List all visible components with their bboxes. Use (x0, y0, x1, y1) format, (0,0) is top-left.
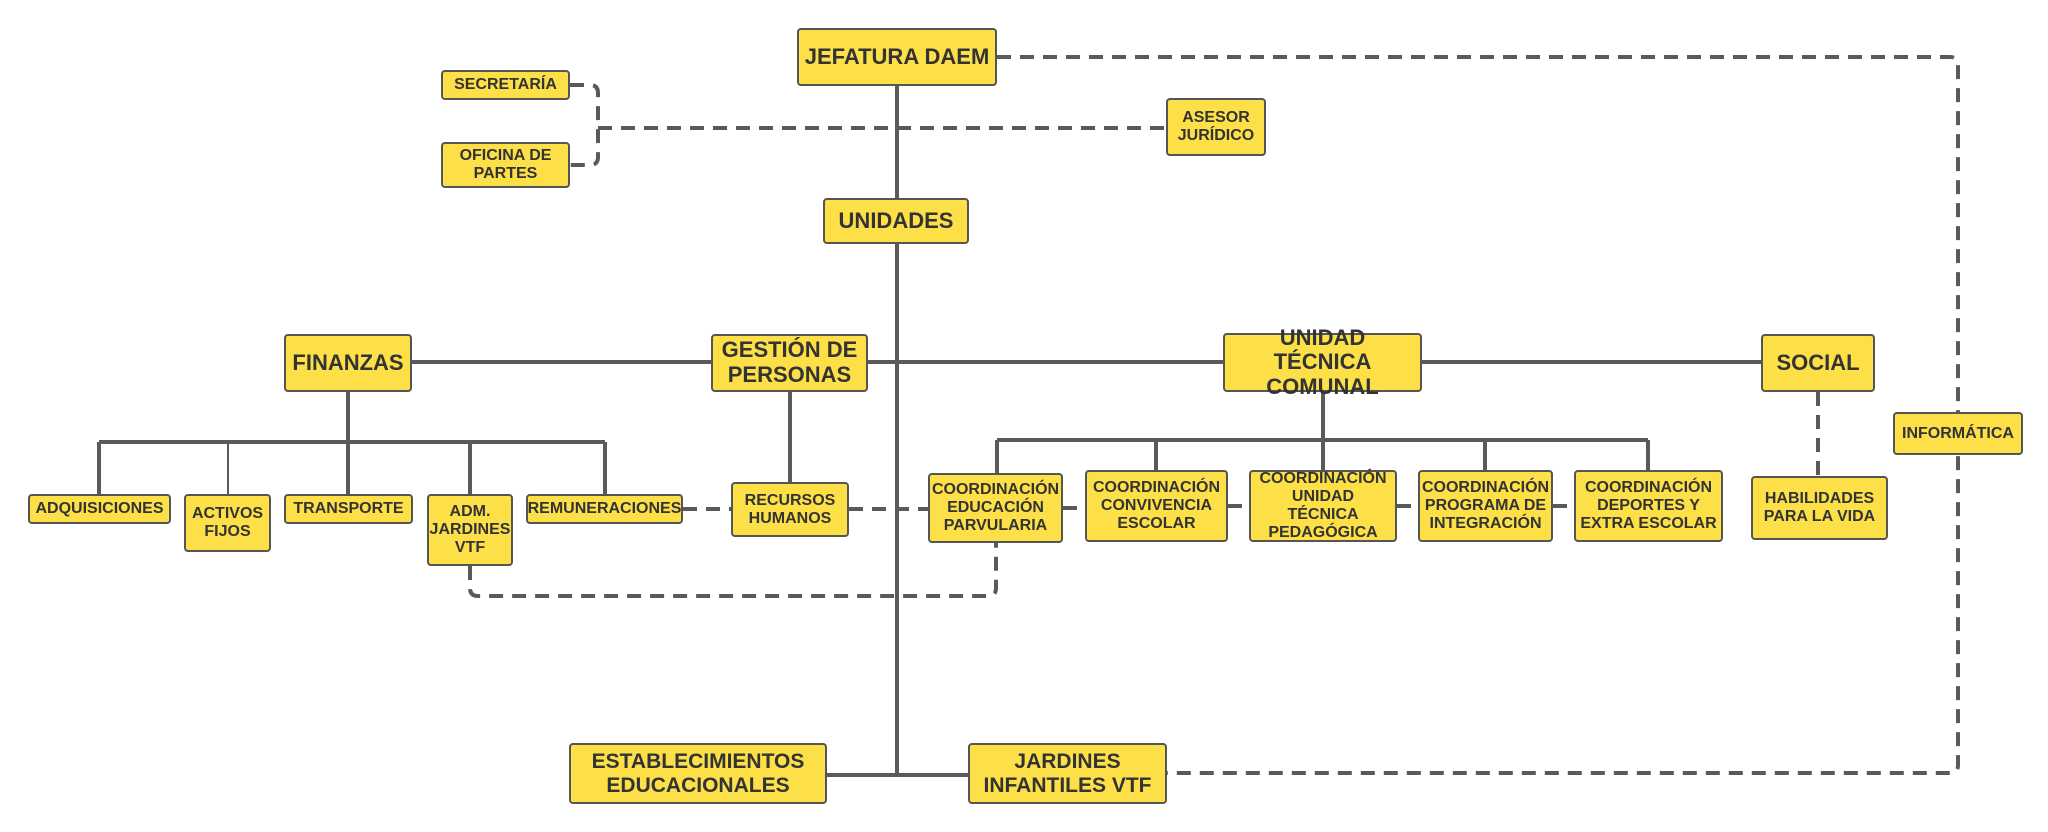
node-finanzas: FINANZAS (284, 334, 412, 392)
node-coordinacion-educacion-parvularia: COORDINACIÓN EDUCACIÓN PARVULARIA (928, 473, 1063, 543)
dash-secretaria-oficina (570, 83, 600, 167)
node-jardines-infantiles-vtf: JARDINES INFANTILES VTF (968, 743, 1167, 804)
node-activos-fijos: ACTIVOS FIJOS (184, 494, 271, 552)
node-oficina-de-partes: OFICINA DE PARTES (441, 142, 570, 188)
node-gestion-de-personas: GESTIÓN DE PERSONAS (711, 334, 868, 392)
node-coordinacion-programa-de-integracion: COORDINACIÓN PROGRAMA DE INTEGRACIÓN (1418, 470, 1553, 542)
node-recursos-humanos: RECURSOS HUMANOS (731, 482, 849, 537)
node-coordinacion-unidad-tecnica-pedagogica: COORDINACIÓN UNIDAD TÉCNICA PEDAGÓGICA (1249, 470, 1397, 542)
dash-adm-coord-parv (468, 543, 998, 598)
node-remuneraciones: REMUNERACIONES (526, 494, 683, 524)
node-informatica: INFORMÁTICA (1893, 412, 2023, 455)
node-adquisiciones: ADQUISICIONES (28, 494, 171, 524)
node-secretaria: SECRETARÍA (441, 70, 570, 100)
node-establecimientos-educacionales: ESTABLECIMIENTOS EDUCACIONALES (569, 743, 827, 804)
node-habilidades-para-la-vida: HABILIDADES PARA LA VIDA (1751, 476, 1888, 540)
node-unidades: UNIDADES (823, 198, 969, 244)
node-jefatura-daem: JEFATURA DAEM (797, 28, 997, 86)
dash-jefatura-informatica-jardines (997, 55, 1960, 775)
node-coordinacion-convivencia-escolar: COORDINACIÓN CONVIVENCIA ESCOLAR (1085, 470, 1228, 542)
node-social: SOCIAL (1761, 334, 1875, 392)
node-asesor-juridico: ASESOR JURÍDICO (1166, 98, 1266, 156)
node-adm-jardines-vtf: ADM. JARDINES VTF (427, 494, 513, 566)
node-transporte: TRANSPORTE (284, 494, 413, 524)
node-coordinacion-deportes-y-extra-escolar: COORDINACIÓN DEPORTES Y EXTRA ESCOLAR (1574, 470, 1723, 542)
node-unidad-tecnica-comunal: UNIDAD TÉCNICA COMUNAL (1223, 325, 1422, 399)
